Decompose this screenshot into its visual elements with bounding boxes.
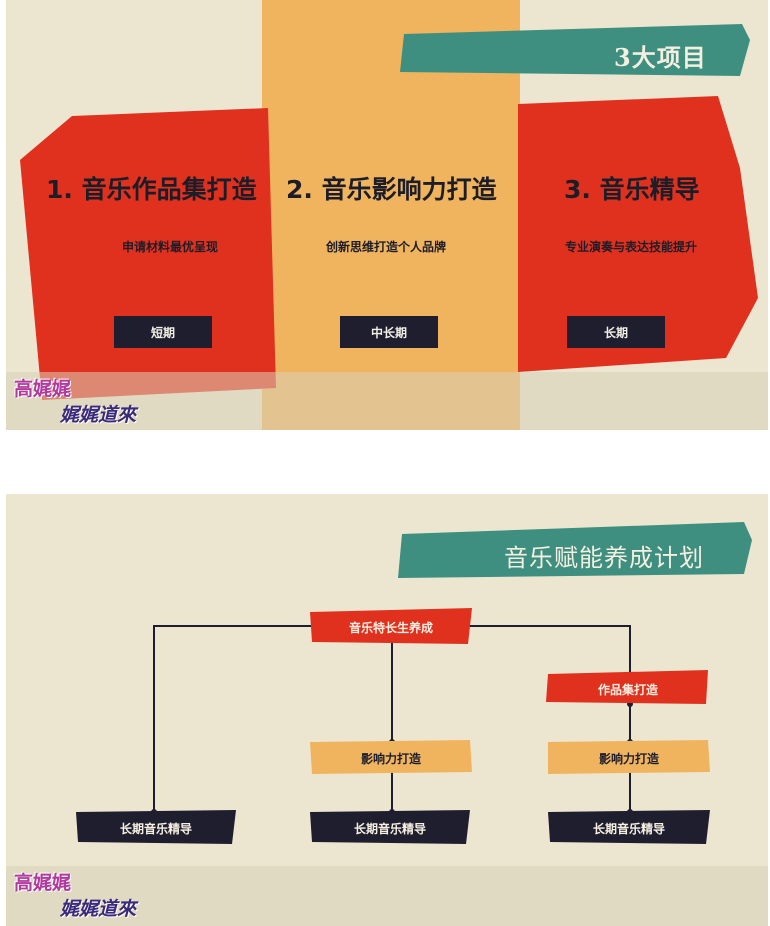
watermark-line1: 高娓娓 [14, 378, 72, 400]
term-long-badge: 长期 [567, 316, 665, 348]
red-panel-left [20, 108, 276, 400]
mentor-middle-shape [310, 810, 470, 844]
portfolio-node-label: 作品集打造 [597, 682, 658, 697]
teal-banner-2 [398, 522, 752, 578]
banner-title-2: 音乐赋能养成计划 [504, 544, 704, 572]
slide2-shapes [6, 522, 768, 926]
bottom-shade-2 [6, 866, 768, 926]
term-medium-badge: 中长期 [340, 316, 438, 348]
mentor-right-shape [548, 810, 710, 844]
influence-right-shape [548, 740, 710, 774]
root-node-shape [310, 608, 472, 644]
banner-title: 3大项目 [614, 43, 707, 72]
term-short-badge: 短期 [114, 316, 212, 348]
column-3-description: 专业演奏与表达技能提升 [564, 240, 697, 254]
slide-empowerment-plan: 音乐赋能养成计划 音乐特长生养成 作品集打造 影响力打造 影响力打造 长期音乐精… [6, 494, 768, 926]
mentor-left-label: 长期音乐精导 [119, 821, 192, 836]
red-panel-right [518, 96, 758, 372]
influence-right-label: 影响力打造 [598, 751, 659, 766]
slide1-shapes [6, 0, 768, 430]
column-3-title: 3. 音乐精导 [564, 175, 700, 204]
slide-three-projects: 3大项目 1. 音乐作品集打造 2. 音乐影响力打造 3. 音乐精导 申请材料最… [6, 0, 768, 430]
bottom-shade [6, 372, 768, 430]
watermark-line2: 娓娓道來 [60, 404, 137, 426]
connector-lines [153, 625, 631, 820]
column-1-title: 1. 音乐作品集打造 [46, 175, 257, 204]
watermark-line2-2: 娓娓道來 [60, 898, 137, 920]
watermark-logo-2: 高娓娓 娓娓道來 [12, 866, 192, 926]
teal-banner [400, 24, 750, 76]
mentor-left-shape [76, 810, 236, 844]
portfolio-node-shape [546, 670, 708, 704]
root-node-label: 音乐特长生养成 [348, 620, 433, 635]
influence-middle-shape [310, 740, 472, 774]
influence-middle-label: 影响力打造 [360, 751, 421, 766]
column-1-description: 申请材料最优呈现 [121, 240, 218, 254]
column-2-description: 创新思维打造个人品牌 [325, 240, 446, 254]
watermark-line1-2: 高娓娓 [14, 872, 72, 894]
mentor-right-label: 长期音乐精导 [592, 821, 665, 836]
watermark-logo: 高娓娓 娓娓道來 [12, 372, 192, 430]
column-2-title: 2. 音乐影响力打造 [286, 175, 497, 204]
mentor-middle-label: 长期音乐精导 [353, 821, 426, 836]
